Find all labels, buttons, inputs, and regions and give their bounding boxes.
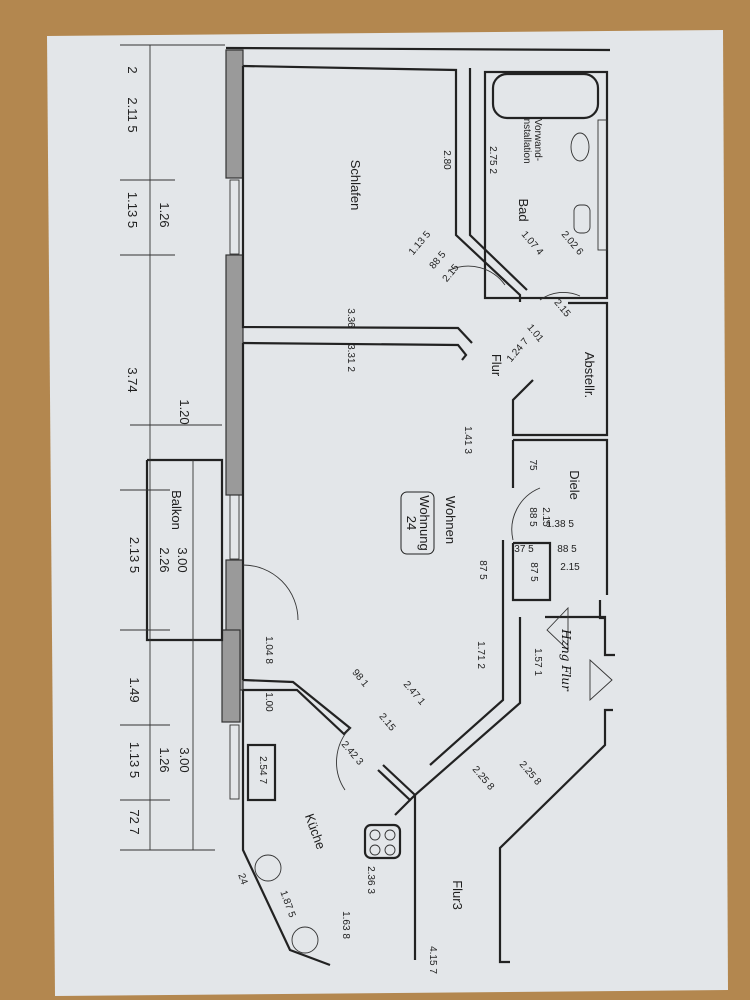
- window: [229, 179, 240, 255]
- room-label-balkon: Balkon: [169, 490, 184, 530]
- dim-label: 2.15: [560, 562, 580, 573]
- room-label-vorwand: Vorwand-: [532, 119, 543, 161]
- dim-label: 3.36: [345, 308, 356, 328]
- dim-label: 1.71 2: [475, 641, 486, 669]
- dim-label: 1.26: [157, 747, 172, 772]
- left-dimension-chain: [120, 44, 225, 851]
- dim-label: 1.26: [157, 202, 172, 227]
- dim-label: 3.00: [177, 747, 192, 772]
- room-label-flur: Flur: [489, 354, 504, 377]
- dim-label: 1.63 8: [340, 911, 351, 939]
- paper-sheet: [47, 30, 728, 996]
- dim-label: 1.04 8: [263, 636, 274, 664]
- dim-label: 2: [125, 66, 140, 73]
- dim-label: 4.15 7: [427, 946, 438, 974]
- dim-label: 1.57 1: [532, 648, 543, 676]
- room-label-installation: installation: [521, 116, 532, 163]
- room-label-flur3: Flur3: [450, 880, 465, 910]
- room-label-wohnen: Wohnen: [443, 496, 458, 544]
- apartment-label-line2: 24: [404, 516, 419, 530]
- dim-label: 2.15: [540, 507, 551, 527]
- dim-label: 88 5: [557, 544, 577, 555]
- dim-label: 3.74: [125, 367, 140, 392]
- dim-label: 2.26: [157, 547, 172, 572]
- left-dimension-labels: 2 2.11 5 1.13 5 1.26 3.74 1.20 2.13 5 2.…: [125, 66, 192, 834]
- dim-label: 1.00: [263, 692, 274, 712]
- dim-label: 3.00: [175, 547, 190, 572]
- dim-label: 1.13 5: [127, 742, 142, 778]
- dim-label: 1.49: [127, 677, 142, 702]
- dim-label: 2.13 5: [127, 537, 142, 573]
- apartment-label-line1: Wohnung: [417, 495, 432, 550]
- room-label-abstellr: Abstellr.: [582, 352, 597, 398]
- dim-label: 3.31 2: [345, 344, 356, 372]
- dim-label: 1.41 3: [462, 426, 473, 454]
- dim-label: 72 7: [127, 809, 142, 834]
- window: [229, 494, 240, 560]
- dim-label: 2.36 3: [365, 866, 376, 894]
- dim-label: 1.20: [177, 399, 192, 424]
- handwritten-note: Hzng Flur: [559, 628, 573, 692]
- walls: [145, 46, 615, 967]
- dim-label: 24: [235, 872, 249, 887]
- dim-label: 88 5: [527, 507, 538, 527]
- room-label-schlafen: Schlafen: [348, 160, 363, 211]
- room-labels: Schlafen Wohnen Wohnung 24 Balkon Küche …: [169, 116, 597, 909]
- dim-label: 37 5: [514, 544, 534, 555]
- dim-label: 87 5: [477, 560, 488, 580]
- dim-label: 75: [527, 459, 538, 471]
- apartment-label-box: [400, 491, 435, 555]
- room-label-bad: Bad: [516, 198, 531, 221]
- dim-label: 2.80: [441, 150, 452, 170]
- dim-label: 1.38 5: [546, 519, 574, 530]
- dim-label: 87 5: [528, 562, 539, 582]
- dim-label: 2.75 2: [487, 146, 498, 174]
- dim-label: 1.13 5: [125, 192, 140, 228]
- window: [229, 724, 240, 800]
- dim-label: 2.11 5: [125, 97, 140, 132]
- dim-label: 2.54 7: [257, 756, 268, 784]
- room-label-diele: Diele: [567, 470, 582, 500]
